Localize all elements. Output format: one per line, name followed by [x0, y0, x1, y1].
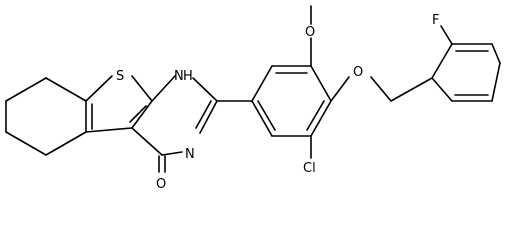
ether-oxygen-atom-label: O: [353, 65, 363, 80]
nh-hydrogen-atom-label: H: [183, 69, 193, 84]
fluorine-atom-label: F: [432, 13, 439, 28]
carbonyl-oxygen-atom-label: O: [156, 177, 166, 192]
chlorine-atom-label: Cl: [303, 161, 316, 176]
pyrimidine-nitrogen-atom-label: N: [185, 147, 195, 162]
bond-lines: [5, 5, 501, 173]
methoxy-oxygen-atom-label: O: [305, 25, 315, 40]
chemical-structure-diagram: S N H N O O O Cl F: [5, 5, 501, 192]
atom-labels: S N H N O O O Cl F: [116, 13, 439, 192]
sulfur-atom-label: S: [116, 69, 124, 84]
nh-nitrogen-atom-label: N: [174, 69, 184, 84]
